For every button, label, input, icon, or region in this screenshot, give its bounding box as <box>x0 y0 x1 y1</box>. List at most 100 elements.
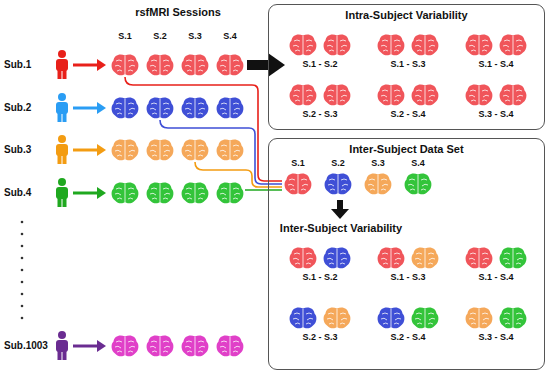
brain-icon <box>290 34 317 55</box>
brain-icon <box>324 307 351 328</box>
pair-label: S.1 - S.3 <box>390 59 425 70</box>
pair-label: S.2 - S.4 <box>390 332 425 343</box>
brain-icon <box>290 84 317 105</box>
brain-icon <box>217 139 244 160</box>
selection-line <box>245 189 282 191</box>
arrow-head <box>97 102 106 114</box>
brain-icon <box>182 139 209 160</box>
person-head <box>58 331 66 339</box>
arrow-head <box>97 59 106 71</box>
pair-label: S.1 - S.2 <box>302 59 337 70</box>
arrow-head <box>268 53 285 77</box>
box-heading: Inter-Subject Data Set <box>349 143 463 156</box>
brain-icon <box>182 97 209 118</box>
subject-label: Sub.3 <box>4 144 31 156</box>
brain-icon <box>112 54 139 75</box>
pair-label: S.1 - S.3 <box>390 272 425 283</box>
brain-icon <box>147 97 174 118</box>
brain-icon <box>324 247 351 268</box>
pair-label: S.2 - S.3 <box>302 332 337 343</box>
brain-icon <box>466 247 493 268</box>
person-icon <box>56 93 68 122</box>
arrow-shaft <box>73 107 98 110</box>
pair-label: S.2 - S.4 <box>390 109 425 120</box>
box-heading: Intra-Subject Variability <box>345 9 467 22</box>
session-label: S.4 <box>411 158 425 169</box>
pair-label: S.2 - S.3 <box>302 109 337 120</box>
section-title: rsfMRI Sessions <box>135 6 221 19</box>
arrow-shaft <box>247 60 269 70</box>
person-body <box>56 340 68 352</box>
brain-icon <box>500 84 527 105</box>
brain-icon <box>112 139 139 160</box>
brain-icon <box>147 335 174 356</box>
person-body <box>56 187 68 199</box>
dot <box>21 281 24 284</box>
brain-icon <box>217 182 244 203</box>
big-arrow <box>247 53 285 77</box>
brain-icon <box>466 307 493 328</box>
brain-icon <box>405 173 432 194</box>
brain-icon <box>147 54 174 75</box>
brain-icon <box>290 307 317 328</box>
brain-icon <box>285 173 312 194</box>
brain-icon <box>412 84 439 105</box>
subject-label: Sub.1003 <box>4 340 48 352</box>
brain-icon <box>500 34 527 55</box>
dot <box>21 305 24 308</box>
session-label: S.2 <box>331 158 345 169</box>
person-head <box>58 178 66 186</box>
brain-icon <box>217 97 244 118</box>
brain-icon <box>412 307 439 328</box>
brain-icon <box>500 247 527 268</box>
arrow-shaft <box>337 200 343 210</box>
brain-icon <box>378 307 405 328</box>
brain-icon <box>378 247 405 268</box>
arrow-shaft <box>73 345 98 348</box>
person-icon <box>56 135 68 164</box>
brain-icon <box>290 247 317 268</box>
dot <box>21 221 24 224</box>
person-leg <box>58 198 62 207</box>
person-leg <box>58 70 62 79</box>
brain-icon <box>412 247 439 268</box>
brain-icon <box>324 84 351 105</box>
person-leg <box>58 113 62 122</box>
dot <box>21 257 24 260</box>
section-heading: Inter-Subject Variability <box>280 222 402 235</box>
brain-icon <box>466 84 493 105</box>
person-body <box>56 102 68 114</box>
subject-label: Sub.4 <box>4 187 31 199</box>
arrow-shaft <box>73 192 98 195</box>
brain-group <box>112 34 527 356</box>
arrow-head <box>97 144 106 156</box>
arrow-head <box>97 187 106 199</box>
person-icon <box>56 331 68 360</box>
brain-icon <box>378 84 405 105</box>
person-leg <box>63 155 67 164</box>
person-leg <box>58 351 62 360</box>
person-leg <box>63 70 67 79</box>
session-label: S.2 <box>153 31 167 42</box>
session-label: S.3 <box>371 158 385 169</box>
person-body <box>56 144 68 156</box>
arrow-head <box>97 340 106 352</box>
brain-icon <box>112 182 139 203</box>
selection-lines <box>125 77 282 190</box>
brain-icon <box>112 335 139 356</box>
person-body <box>56 59 68 71</box>
brain-icon <box>112 97 139 118</box>
row-arrow <box>73 59 106 352</box>
brain-icon <box>412 34 439 55</box>
person-head <box>58 93 66 101</box>
pair-label: S.1 - S.4 <box>478 59 513 70</box>
pair-label: S.3 - S.4 <box>478 332 513 343</box>
session-label: S.4 <box>223 31 237 42</box>
arrow-shaft <box>73 149 98 152</box>
brain-icon <box>500 307 527 328</box>
pair-label: S.1 - S.4 <box>478 272 513 283</box>
ellipsis-dots <box>21 221 24 320</box>
